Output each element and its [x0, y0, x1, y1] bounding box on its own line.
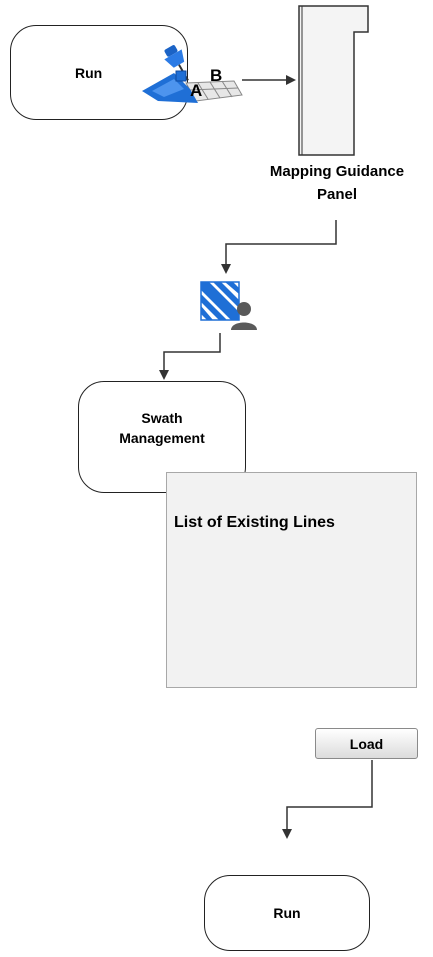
mapping-guidance-panel-caption: Mapping Guidance Panel — [240, 160, 433, 206]
arrow-icon-to-swath — [159, 333, 221, 380]
run-node-top-label: Run — [75, 64, 103, 81]
existing-lines-list-panel[interactable] — [166, 472, 417, 688]
ab-icon-label-a: A — [190, 81, 202, 100]
striped-swath-user-icon — [200, 281, 257, 330]
existing-lines-list-title: List of Existing Lines — [174, 514, 335, 531]
mapping-panel-caption-line2: Panel — [316, 186, 358, 203]
swath-management-line1: Swath — [141, 410, 183, 426]
map-pin-ab-line-icon: A B — [142, 45, 243, 103]
run-node-bottom: Run — [204, 875, 370, 951]
run-node-bottom-label: Run — [273, 905, 301, 921]
ab-icon-label-b: B — [210, 66, 222, 85]
load-button[interactable]: Load — [315, 728, 418, 759]
arrow-load-to-run — [282, 760, 373, 839]
swath-management-line2: Management — [119, 430, 205, 446]
mapping-panel-caption-line1: Mapping Guidance — [269, 163, 405, 180]
mapping-guidance-panel-shape — [298, 5, 369, 156]
arrow-panel-to-swath-icon — [221, 220, 337, 274]
run-node-top: Run — [10, 25, 188, 120]
